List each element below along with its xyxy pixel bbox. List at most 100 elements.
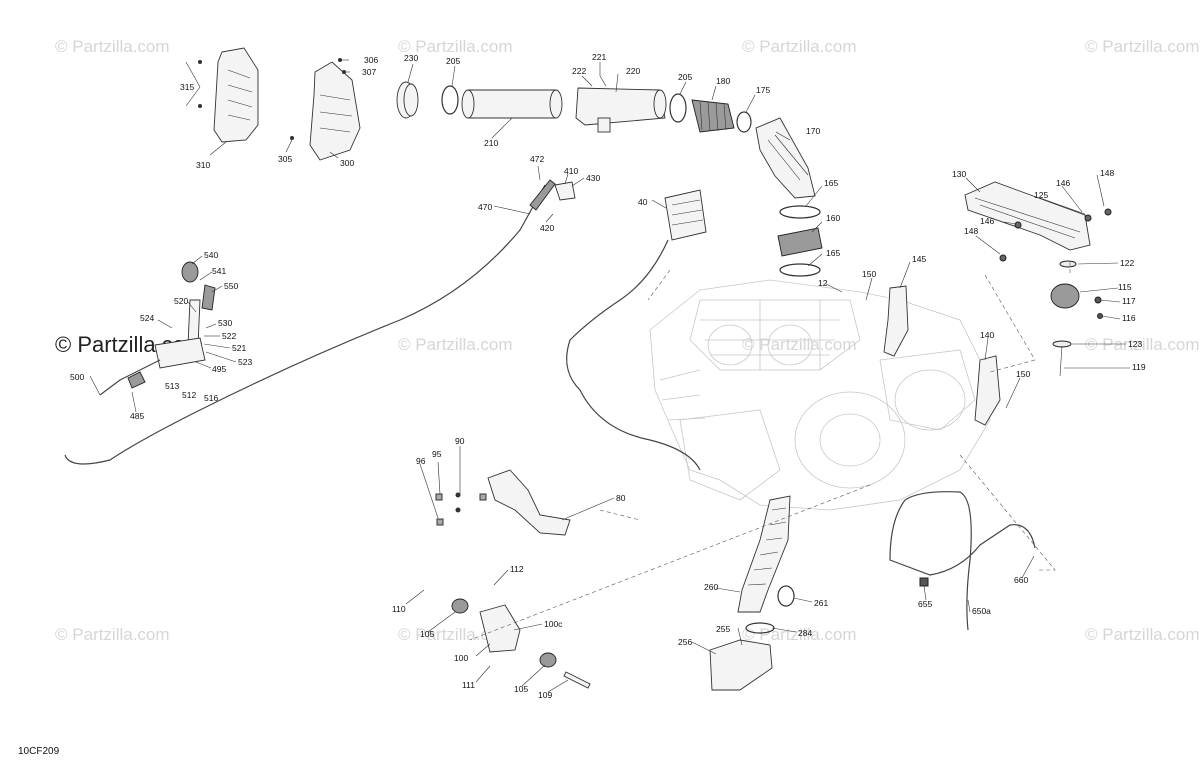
watermark: © Partzilla.com <box>55 625 170 644</box>
bracket-145[interactable] <box>883 285 909 357</box>
air-tube-220[interactable] <box>575 87 667 133</box>
watermark: © Partzilla.com <box>1085 625 1200 644</box>
callout-label: 284 <box>798 628 812 638</box>
connector-655[interactable] <box>919 577 929 587</box>
callout-label: 472 <box>530 154 544 164</box>
callout-label: 541 <box>212 266 226 276</box>
callout-label: 256 <box>678 637 692 647</box>
clamp-165-top[interactable] <box>779 205 821 219</box>
engine-mount-115[interactable] <box>1050 283 1103 377</box>
callout-label: 410 <box>564 166 578 176</box>
watermark: © Partzilla.com <box>742 335 857 354</box>
harness-cable <box>566 239 701 471</box>
callout-label: 300 <box>340 158 354 168</box>
deflector-right[interactable] <box>309 61 361 161</box>
callout-label: 485 <box>130 411 144 421</box>
watermark: © Partzilla.com <box>742 37 857 56</box>
callout-label: 205 <box>678 72 692 82</box>
watermark: © Partzilla.com <box>1085 37 1200 56</box>
watermark: © Partzilla.com <box>398 625 513 644</box>
callout-label: 470 <box>478 202 492 212</box>
callout-label: 130 <box>952 169 966 179</box>
callout-label: 150 <box>862 269 876 279</box>
wire-harness-650a[interactable] <box>889 491 1036 631</box>
callout-label: 116 <box>1122 313 1136 323</box>
callout-label: 513 <box>165 381 179 391</box>
callout-label: 148 <box>1100 168 1114 178</box>
engine-mount-100[interactable] <box>451 598 591 689</box>
callout-label: 495 <box>212 364 226 374</box>
callout-label: 125 <box>1034 190 1048 200</box>
callout-label: 307 <box>362 67 376 77</box>
callout-label: 105 <box>420 629 434 639</box>
watermark-group: © Partzilla.com © Partzilla.com © Partzi… <box>55 37 1200 644</box>
mount-bracket-130[interactable] <box>964 181 1091 251</box>
diagram-code: 10CF209 <box>18 746 60 757</box>
clamp-205-right[interactable] <box>669 93 687 123</box>
pedal-assembly-left[interactable] <box>99 261 216 396</box>
clamp-284[interactable] <box>745 622 775 634</box>
callout-label: 165 <box>826 248 840 258</box>
callout-label: 306 <box>364 55 378 65</box>
clamp-261[interactable] <box>777 585 795 607</box>
cable-bracket-410[interactable] <box>554 181 576 201</box>
callout-label: 96 <box>416 456 426 466</box>
callout-label: 512 <box>182 390 196 400</box>
callout-label: 660 <box>1014 575 1028 585</box>
callout-label: 650a <box>972 606 991 616</box>
callout-label: 230 <box>404 53 418 63</box>
callout-label: 260 <box>704 582 718 592</box>
callout-label: 305 <box>278 154 292 164</box>
clamp-175[interactable] <box>736 111 752 133</box>
callout-label: 80 <box>616 493 626 503</box>
throttle-cable-470[interactable] <box>64 179 556 465</box>
bracket-140[interactable] <box>974 355 1001 426</box>
heat-shield-255[interactable] <box>709 639 773 691</box>
watermark: © Partzilla.com <box>742 625 857 644</box>
callout-label: 430 <box>586 173 600 183</box>
deflector-left[interactable] <box>213 47 259 143</box>
callout-label: 122 <box>1120 258 1134 268</box>
bellows-160[interactable] <box>777 227 823 257</box>
callout-label: 146 <box>980 216 994 226</box>
duct-tube-210[interactable] <box>461 89 563 119</box>
engine-block-drawing <box>649 279 991 511</box>
callout-label: 261 <box>814 598 828 608</box>
callout-label: 180 <box>716 76 730 86</box>
callout-label: 540 <box>204 250 218 260</box>
callout-label: 100c <box>544 619 563 629</box>
ecu-module-40[interactable] <box>664 189 707 241</box>
callout-label: 500 <box>70 372 84 382</box>
callout-label: 148 <box>964 226 978 236</box>
watermark: © Partzilla.com <box>398 335 513 354</box>
callout-label: 105 <box>514 684 528 694</box>
callout-label: 170 <box>806 126 820 136</box>
callout-label: 520 <box>174 296 188 306</box>
callout-label: 315 <box>180 82 194 92</box>
watermark: © Partzilla.com <box>398 37 513 56</box>
duct-clamp-230[interactable] <box>396 81 419 119</box>
clamp-165-bottom[interactable] <box>779 263 821 277</box>
watermark: © Partzilla.com <box>55 37 170 56</box>
callout-label: 516 <box>204 393 218 403</box>
clamp-205-left[interactable] <box>441 85 459 115</box>
callout-label: 90 <box>455 436 465 446</box>
callout-label: 165 <box>824 178 838 188</box>
callout-label: 123 <box>1128 339 1142 349</box>
exhaust-pipe-260[interactable] <box>737 495 791 613</box>
callout-label: 115 <box>1118 282 1132 292</box>
air-duct-170[interactable] <box>755 117 816 199</box>
callout-label: 220 <box>626 66 640 76</box>
callout-label: 109 <box>538 690 552 700</box>
callout-label: 110 <box>392 604 406 614</box>
callout-label: 119 <box>1132 362 1146 372</box>
callout-label: 140 <box>980 330 994 340</box>
callout-label: 160 <box>826 213 840 223</box>
callout-label: 655 <box>918 599 932 609</box>
callout-label: 112 <box>510 564 524 574</box>
bellows-180[interactable] <box>691 99 735 133</box>
pedal-80[interactable] <box>487 469 571 536</box>
reference-lines <box>469 262 1071 641</box>
